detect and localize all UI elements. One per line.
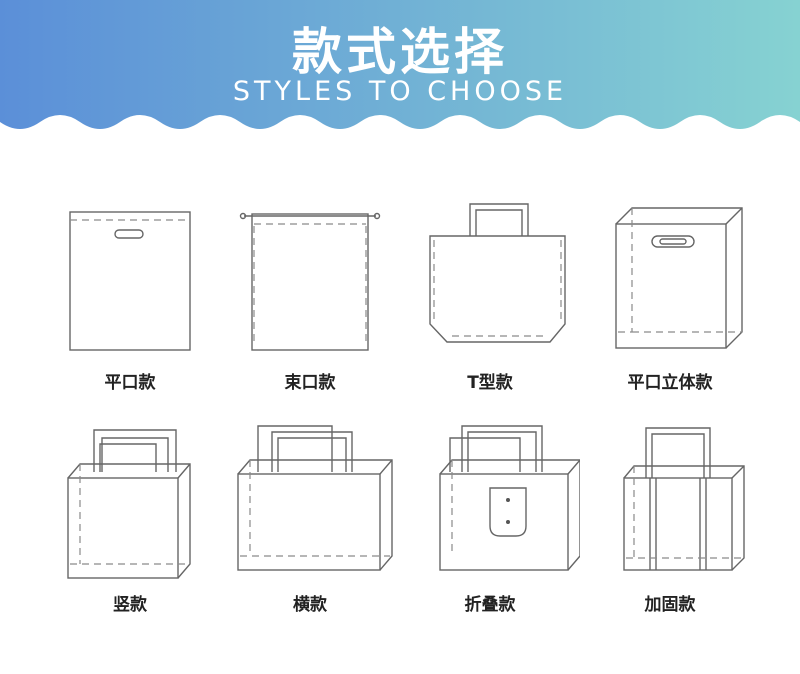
horizontal-bag-icon [237,425,393,571]
flat-mouth-3d-bag-icon [615,207,743,349]
page-subtitle: STYLES TO CHOOSE [232,76,568,107]
style-item: 竖款 [40,418,220,638]
folding-bag-icon [439,425,580,571]
reinforced-bag-icon [623,427,745,571]
style-label: 平口立体款 [627,373,713,393]
style-label: 平口款 [104,373,156,393]
style-item: T型款 [400,196,580,416]
style-label: 加固款 [644,595,696,615]
page-title: 款式选择 [292,23,508,81]
style-label: 竖款 [113,595,147,615]
style-label: T型款 [467,373,513,393]
flat-mouth-bag-icon [69,211,191,351]
style-label: 折叠款 [464,595,516,615]
wave-banner-background [0,0,800,129]
t-shape-bag-icon [429,203,566,343]
style-item: 束口款 [220,196,400,416]
style-item: 折叠款 [400,418,580,638]
style-item: 平口立体款 [580,196,760,416]
style-item: 平口款 [40,196,220,416]
style-item: 加固款 [580,418,760,638]
drawstring-bag-icon [239,212,381,351]
style-label: 束口款 [284,373,336,393]
style-label: 横款 [293,595,327,615]
header-banner: 款式选择 STYLES TO CHOOSE [0,0,800,150]
style-item: 横款 [220,418,400,638]
vertical-bag-icon [67,429,191,579]
